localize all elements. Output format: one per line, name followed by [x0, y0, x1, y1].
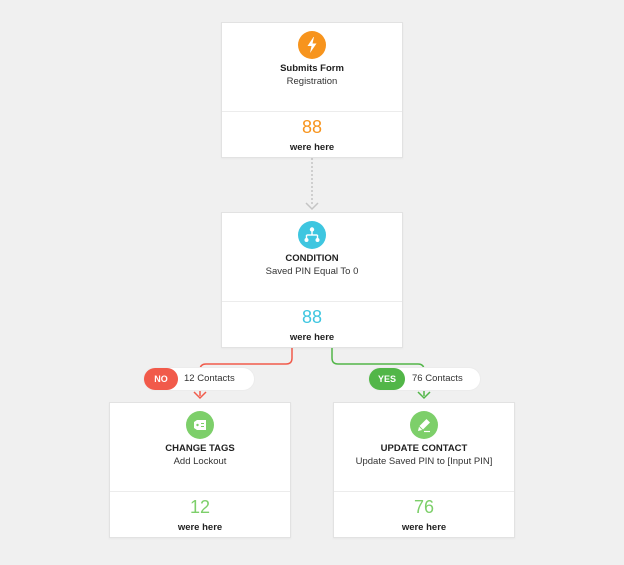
trigger-subtitle: Registration: [286, 76, 338, 87]
condition-card[interactable]: CONDITION Saved PIN Equal To 0 88 were h…: [221, 212, 403, 348]
trigger-count-label: were here: [289, 142, 335, 153]
condition-subtitle: Saved PIN Equal To 0: [265, 266, 359, 277]
change-tags-count-label: were here: [177, 522, 223, 533]
trigger-title: Submits Form: [280, 63, 344, 74]
card-divider: [222, 301, 402, 302]
card-divider: [110, 491, 290, 492]
change-tags-card[interactable]: CHANGE TAGS Add Lockout 12 were here: [109, 402, 291, 538]
change-tags-subtitle: Add Lockout: [173, 456, 227, 467]
no-badge: NO: [144, 368, 178, 390]
connector-arrow-condition: [305, 202, 319, 211]
pencil-icon: [410, 411, 438, 439]
connector-arrow-no: [193, 391, 207, 400]
yes-badge: YES: [369, 368, 405, 390]
yes-branch-label: 76 Contacts: [412, 373, 463, 384]
condition-count: 88: [301, 307, 323, 327]
connector-no-branch: [199, 348, 293, 396]
connector-yes-branch: [331, 348, 425, 396]
no-branch-label: 12 Contacts: [184, 373, 235, 384]
condition-title: CONDITION: [285, 253, 339, 264]
trigger-count: 88: [301, 117, 323, 137]
update-contact-count-label: were here: [401, 522, 447, 533]
branch-icon: [298, 221, 326, 249]
update-contact-count: 76: [413, 497, 435, 517]
update-contact-title: UPDATE CONTACT: [380, 443, 468, 454]
connector-arrow-yes: [417, 391, 431, 400]
change-tags-title: CHANGE TAGS: [165, 443, 235, 454]
trigger-card[interactable]: Submits Form Registration 88 were here: [221, 22, 403, 158]
card-divider: [334, 491, 514, 492]
condition-count-label: were here: [289, 332, 335, 343]
no-branch-pill[interactable]: NO 12 Contacts: [144, 368, 254, 390]
tag-icon: [186, 411, 214, 439]
update-contact-card[interactable]: UPDATE CONTACT Update Saved PIN to [Inpu…: [333, 402, 515, 538]
card-divider: [222, 111, 402, 112]
update-contact-subtitle: Update Saved PIN to [Input PIN]: [355, 456, 493, 467]
yes-branch-pill[interactable]: YES 76 Contacts: [369, 368, 480, 390]
change-tags-count: 12: [189, 497, 211, 517]
lightning-bolt-icon: [298, 31, 326, 59]
